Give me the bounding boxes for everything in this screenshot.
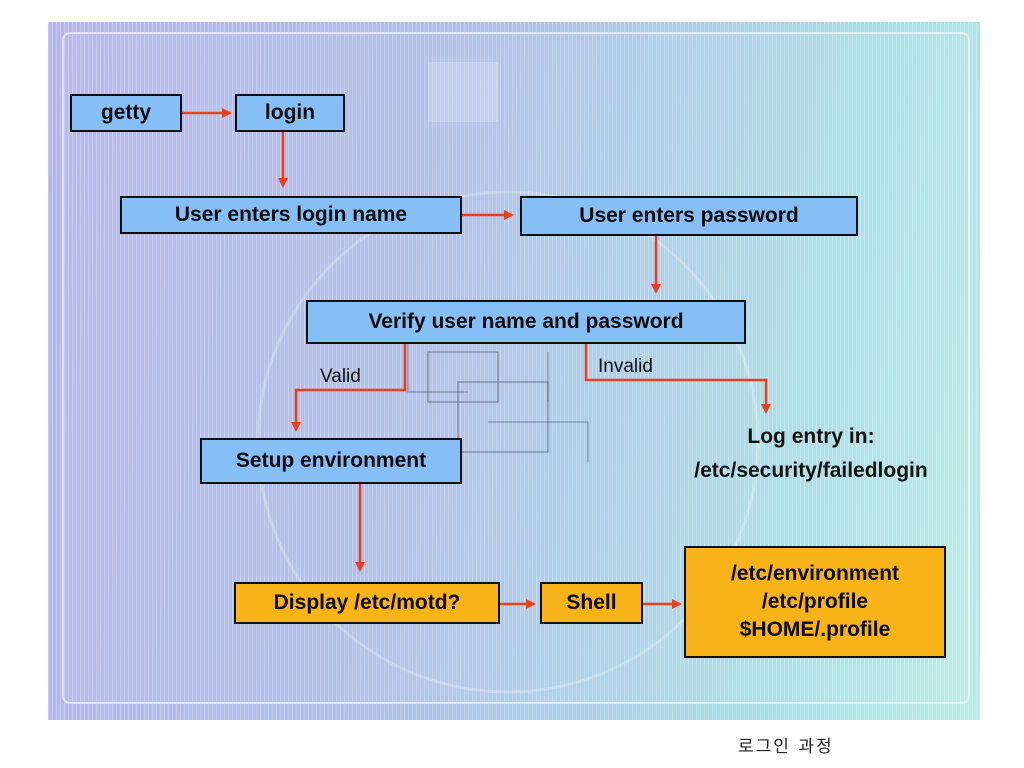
node-shell: Shell xyxy=(540,582,643,624)
node-user-enters-password: User enters password xyxy=(520,196,858,236)
node-profile-files: /etc/environment /etc/profile $HOME/.pro… xyxy=(684,546,946,658)
slide-background xyxy=(48,22,980,720)
node-setup-environment: Setup environment xyxy=(200,438,462,484)
node-display-motd: Display /etc/motd? xyxy=(234,582,500,624)
background-decoration xyxy=(256,62,760,694)
node-user-enters-login-name: User enters login name xyxy=(120,196,462,234)
node-verify-user-and-password: Verify user name and password xyxy=(306,300,746,344)
node-login: login xyxy=(235,94,345,132)
edge-label-invalid: Invalid xyxy=(598,356,653,377)
node-getty: getty xyxy=(70,94,182,132)
figure-caption: 로그인 과정 xyxy=(738,737,834,757)
profile-file-etc-profile: /etc/profile xyxy=(761,590,869,613)
edge-label-valid: Valid xyxy=(320,366,361,387)
profile-file-etc-environment: /etc/environment xyxy=(730,562,900,585)
profile-file-home-profile: $HOME/.profile xyxy=(739,618,891,641)
log-entry-note: Log entry in: /etc/security/failedlogin xyxy=(676,420,946,488)
log-entry-line-2: /etc/security/failedlogin xyxy=(694,459,928,482)
log-entry-line-1: Log entry in: xyxy=(747,425,875,448)
